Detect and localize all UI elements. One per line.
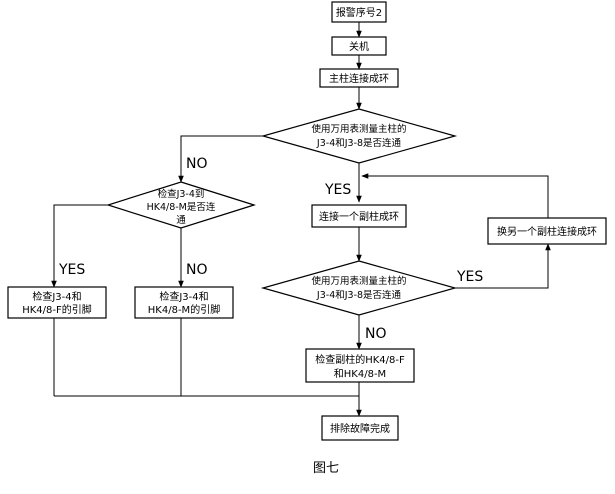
node-measure-main: 使用万用表测量主柱的 J3-4和J3-8是否连通: [260, 108, 458, 164]
node-pin-m: 检查J3-4和 HK4/8-M的引脚: [134, 286, 234, 319]
edge-label-j34-no: NO: [186, 262, 208, 278]
node-measure-main-line2: J3-4和J3-8是否连通: [316, 137, 402, 149]
node-alarm: 报警序号2: [331, 1, 387, 23]
node-check-j34: 检查J3-4到 HK4/8-M是否连 通: [106, 181, 256, 229]
node-check-j34-line1: 检查J3-4到: [158, 188, 205, 200]
node-check-j34-line2: HK4/8-M是否连: [147, 201, 216, 213]
node-connect-sub: 连接一个副柱成环: [311, 204, 407, 228]
node-done: 排除故障完成: [321, 415, 399, 441]
node-power-off-label: 关机: [349, 40, 369, 53]
node-swap-sub: 换另一个副柱连接成环: [487, 217, 607, 245]
node-main-ring: 主柱连接成环: [319, 68, 399, 88]
edge-label-main-yes: YES: [324, 182, 351, 198]
edge-label-j34-yes: YES: [58, 262, 85, 278]
node-alarm-label: 报警序号2: [336, 6, 382, 19]
edge-measure-no: [178, 135, 263, 183]
node-check-sub-line1: 检查副柱的HK4/8-F: [315, 353, 405, 366]
node-pin-m-line1: 检查J3-4和: [159, 290, 208, 303]
node-pin-m-line2: HK4/8-M的引脚: [148, 303, 220, 316]
edge-check-yes: [51, 204, 108, 288]
edge-label-sub-no: NO: [365, 326, 387, 342]
node-measure-main-line1: 使用万用表测量主柱的: [311, 123, 406, 135]
node-swap-sub-label: 换另一个副柱连接成环: [497, 225, 597, 238]
node-done-label: 排除故障完成: [330, 422, 390, 435]
node-pin-f-line2: HK4/8-F的引脚: [22, 303, 92, 316]
node-pin-f: 检查J3-4和 HK4/8-F的引脚: [7, 286, 107, 319]
node-check-j34-line3: 通: [176, 215, 186, 226]
node-main-ring-label: 主柱连接成环: [329, 72, 389, 85]
node-measure-sub: 使用万用表测量主柱的 J3-4和J3-8是否连通: [260, 260, 458, 316]
connectors: [51, 22, 551, 417]
edge-label-main-no: NO: [186, 156, 208, 172]
figure-caption: 图七: [313, 461, 339, 476]
edge-measuresub-yes: [455, 243, 551, 289]
node-power-off: 关机: [331, 36, 387, 56]
node-connect-sub-label: 连接一个副柱成环: [319, 210, 399, 223]
node-check-sub-line2: 和HK4/8-M: [334, 368, 386, 380]
edge-label-sub-yes: YES: [456, 269, 483, 285]
edge-swap-loop: [361, 173, 549, 218]
node-pin-f-line1: 检查J3-4和: [32, 290, 81, 303]
node-measure-sub-line1: 使用万用表测量主柱的: [311, 275, 406, 287]
node-check-sub: 检查副柱的HK4/8-F 和HK4/8-M: [305, 348, 415, 383]
node-measure-sub-line2: J3-4和J3-8是否连通: [316, 289, 402, 301]
